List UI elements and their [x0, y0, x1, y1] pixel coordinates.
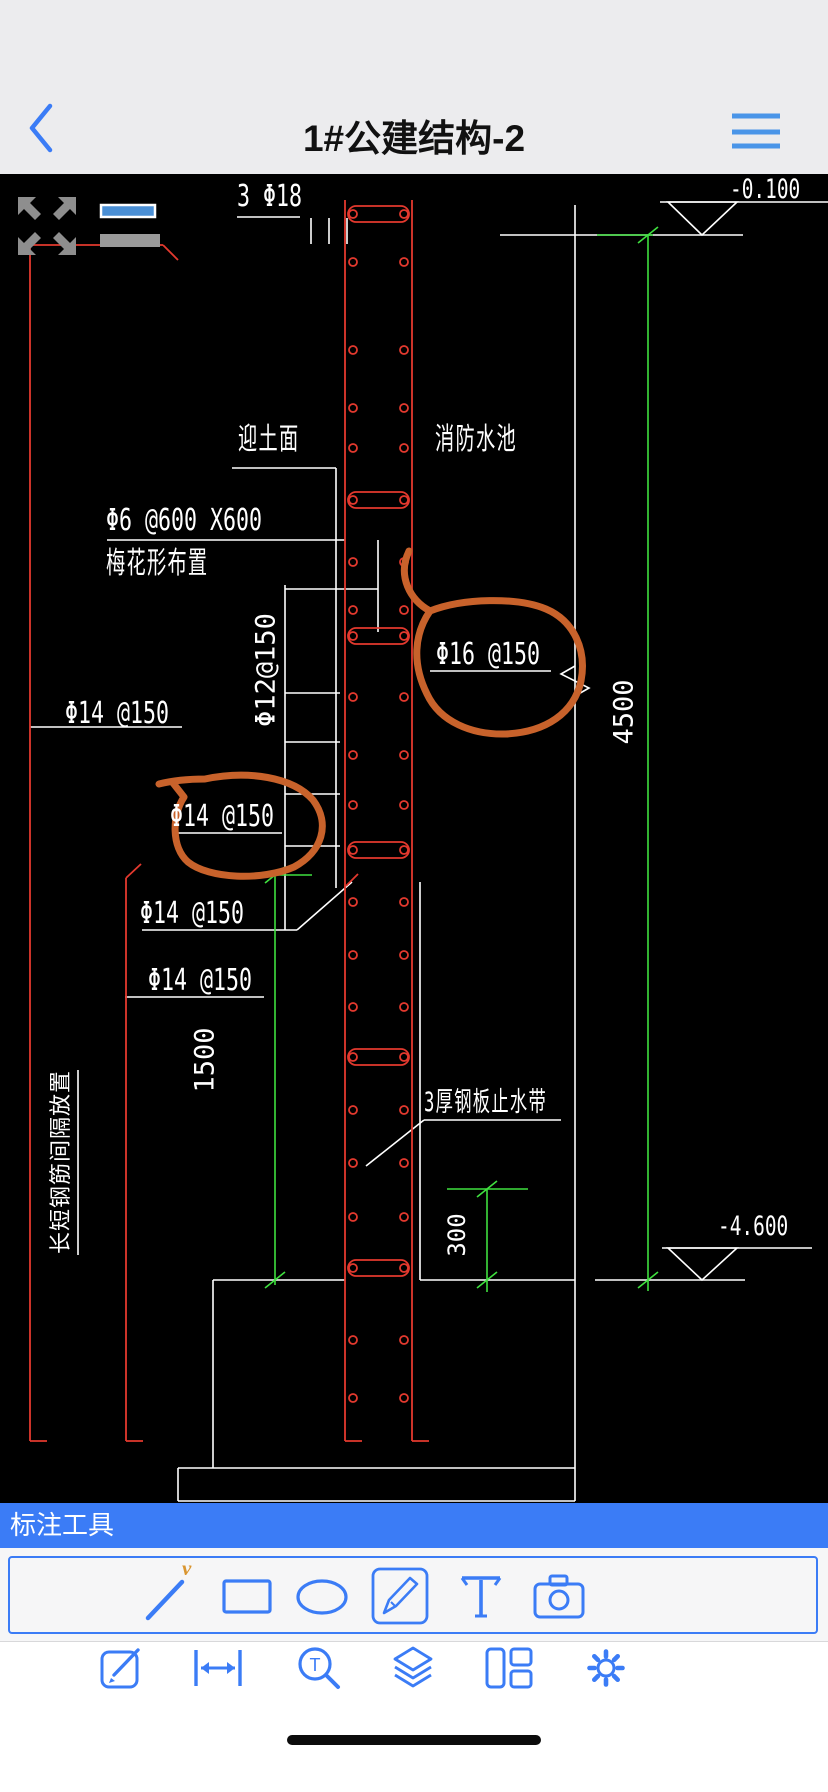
layers-tool[interactable]	[391, 1642, 435, 1692]
rebar-links	[347, 491, 410, 1277]
camera-tool[interactable]	[532, 1572, 586, 1622]
rebar-dots	[348, 257, 409, 1403]
linewidth-swatch-gray	[100, 234, 160, 247]
text-tool[interactable]	[458, 1572, 504, 1622]
label-dim-4500: 4500	[608, 679, 640, 745]
label-level-bottom: -4.600	[718, 1211, 789, 1242]
ellipse-tool[interactable]	[296, 1578, 350, 1616]
label-soil-face: 迎土面	[238, 422, 300, 457]
annotation-toolbar	[0, 1548, 828, 1642]
label-level-top: -0.100	[730, 174, 801, 205]
brush-tool[interactable]	[371, 1567, 429, 1625]
label-dim-300: 300	[443, 1213, 471, 1257]
svg-text:T: T	[310, 1655, 321, 1675]
compose-tool[interactable]	[98, 1644, 148, 1692]
label-wall-vert-rebar: Φ12@150	[250, 613, 282, 727]
back-icon[interactable]	[24, 100, 60, 156]
label-side-note: 长短钢筋间隔放置	[49, 1069, 74, 1255]
annotation-tool-frame	[8, 1556, 818, 1634]
label-dim-1500: 1500	[189, 1027, 221, 1093]
label-pool-name: 消防水池	[435, 422, 517, 457]
label-top-rebar: 3 Φ18	[237, 179, 303, 214]
page-title: 1#公建结构-2	[302, 118, 526, 159]
line-tool[interactable]	[140, 1566, 192, 1626]
status-bar	[0, 0, 828, 80]
label-waterstop: 3厚钢板止水带	[424, 1087, 548, 1118]
settings-tool[interactable]	[583, 1644, 629, 1692]
home-indicator[interactable]	[287, 1735, 541, 1745]
freehand-annotation-circle-1	[401, 547, 586, 738]
rectangle-tool[interactable]	[222, 1578, 274, 1616]
annotation-toolbar-title: 标注工具	[10, 1510, 115, 1540]
label-phi14-circled: Φ14 @150	[170, 799, 275, 834]
label-phi14-low: Φ14 @150	[148, 963, 253, 998]
label-phi14-mid: Φ14 @150	[140, 896, 245, 931]
measure-tool[interactable]	[192, 1646, 244, 1690]
label-mesh-spec: Φ6 @600 X600	[106, 503, 263, 538]
label-phi16-circled: Φ16 @150	[436, 637, 541, 672]
linewidth-swatch-blue	[99, 203, 157, 219]
label-phi14-left: Φ14 @150	[65, 696, 170, 731]
text-search-tool[interactable]: T	[296, 1644, 344, 1692]
label-mesh-layout: 梅花形布置	[106, 546, 209, 581]
nav-bar	[0, 80, 828, 174]
annotation-toolbar-title-bar: 标注工具	[0, 1503, 828, 1548]
fit-view-icon[interactable]	[18, 197, 76, 255]
menu-icon[interactable]	[730, 110, 784, 152]
line-tool-badge: v	[182, 1556, 192, 1580]
layout-tool[interactable]	[484, 1646, 534, 1690]
freehand-annotation-circle-2	[155, 771, 326, 880]
drawing-canvas[interactable]: 3 Φ18 -0.100 迎土面 消防水池 Φ6 @600 X600 梅花形布置…	[0, 174, 828, 1503]
drawing-linework	[18, 197, 828, 1502]
